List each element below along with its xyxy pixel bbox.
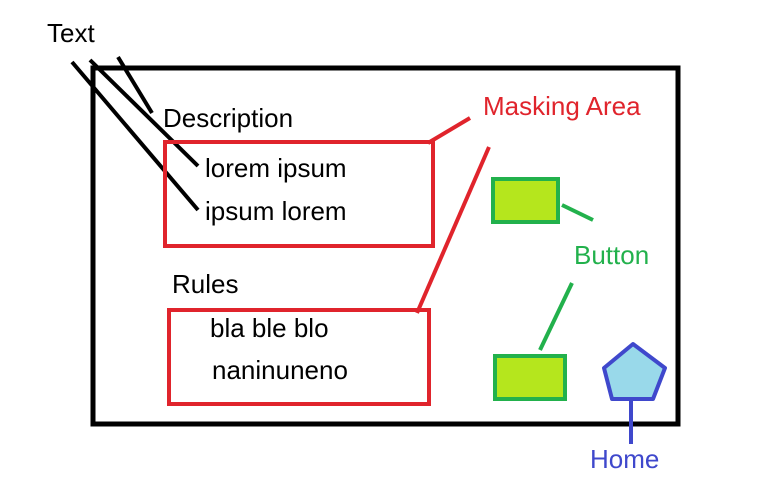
- masking-area-rules: [167, 308, 431, 406]
- lower-button[interactable]: [493, 354, 567, 401]
- text-pointer-line: [88, 58, 200, 168]
- rules-line-2: naninuneno: [212, 355, 348, 385]
- screen-frame: [90, 65, 681, 427]
- button-pointer-line: [538, 282, 574, 351]
- description-heading: Description: [163, 103, 294, 133]
- masking-area-label: Masking Area: [483, 91, 641, 121]
- text-label: Text: [47, 18, 95, 48]
- home-icon[interactable]: [602, 342, 667, 401]
- rules-line-1: bla ble blo: [210, 313, 329, 343]
- masking-pointer-line: [426, 116, 472, 145]
- masking-area-description: [163, 140, 435, 248]
- rules-heading: Rules: [172, 269, 239, 299]
- home-label: Home: [590, 444, 660, 474]
- text-pointer-line: [116, 55, 154, 115]
- button-label: Button: [574, 240, 650, 270]
- button-pointer-line: [561, 203, 594, 222]
- description-line-2: ipsum lorem: [205, 196, 347, 226]
- masking-pointer-line: [415, 146, 491, 314]
- upper-button[interactable]: [491, 177, 560, 224]
- description-line-1: lorem ipsum: [205, 153, 347, 183]
- text-pointer-line: [70, 60, 200, 212]
